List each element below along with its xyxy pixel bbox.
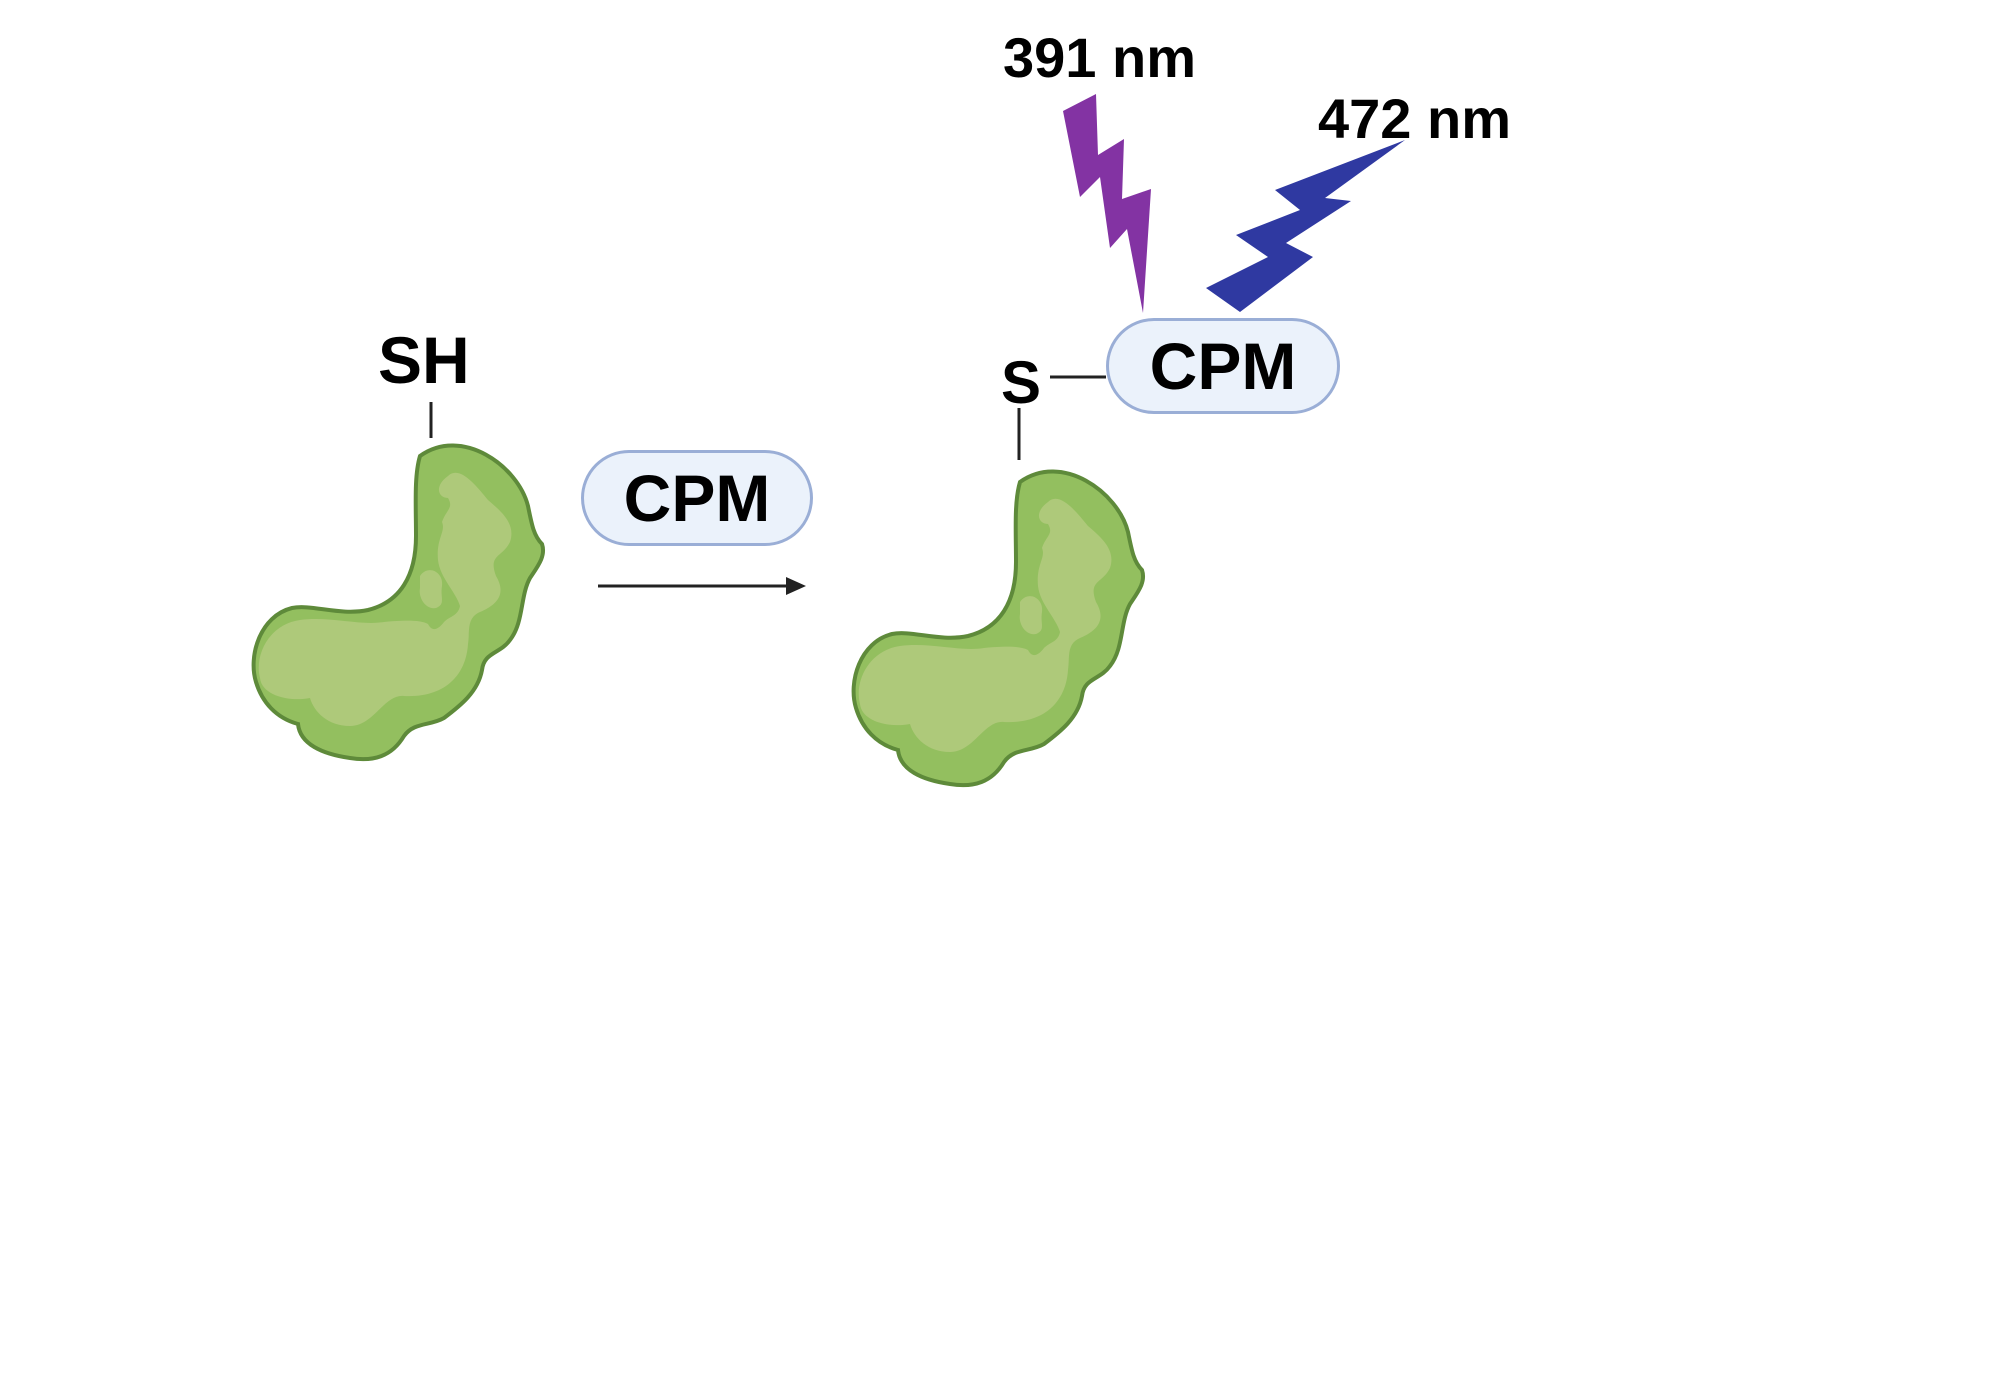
cpm-reagent-label: CPM — [623, 461, 771, 535]
cpm-bound-pill: CPM — [1106, 318, 1340, 414]
lightning-bolt-icon — [1063, 94, 1151, 313]
cpm-bound-label: CPM — [1149, 329, 1297, 403]
arrow-right-icon — [598, 577, 806, 595]
protein-blob-icon — [851, 469, 1146, 788]
protein-blob-icon — [251, 443, 546, 762]
protein-cpm-adduct — [851, 375, 1146, 788]
sulfur-label: S — [1001, 349, 1042, 416]
excitation-wavelength-label: 391 nm — [1003, 26, 1196, 89]
protein-free-thiol — [251, 402, 546, 762]
cpm-reagent-pill: CPM — [581, 450, 813, 546]
emission-wavelength-label: 472 nm — [1318, 87, 1511, 150]
thiol-label: SH — [378, 323, 470, 397]
lightning-bolt-icon — [1206, 140, 1405, 312]
